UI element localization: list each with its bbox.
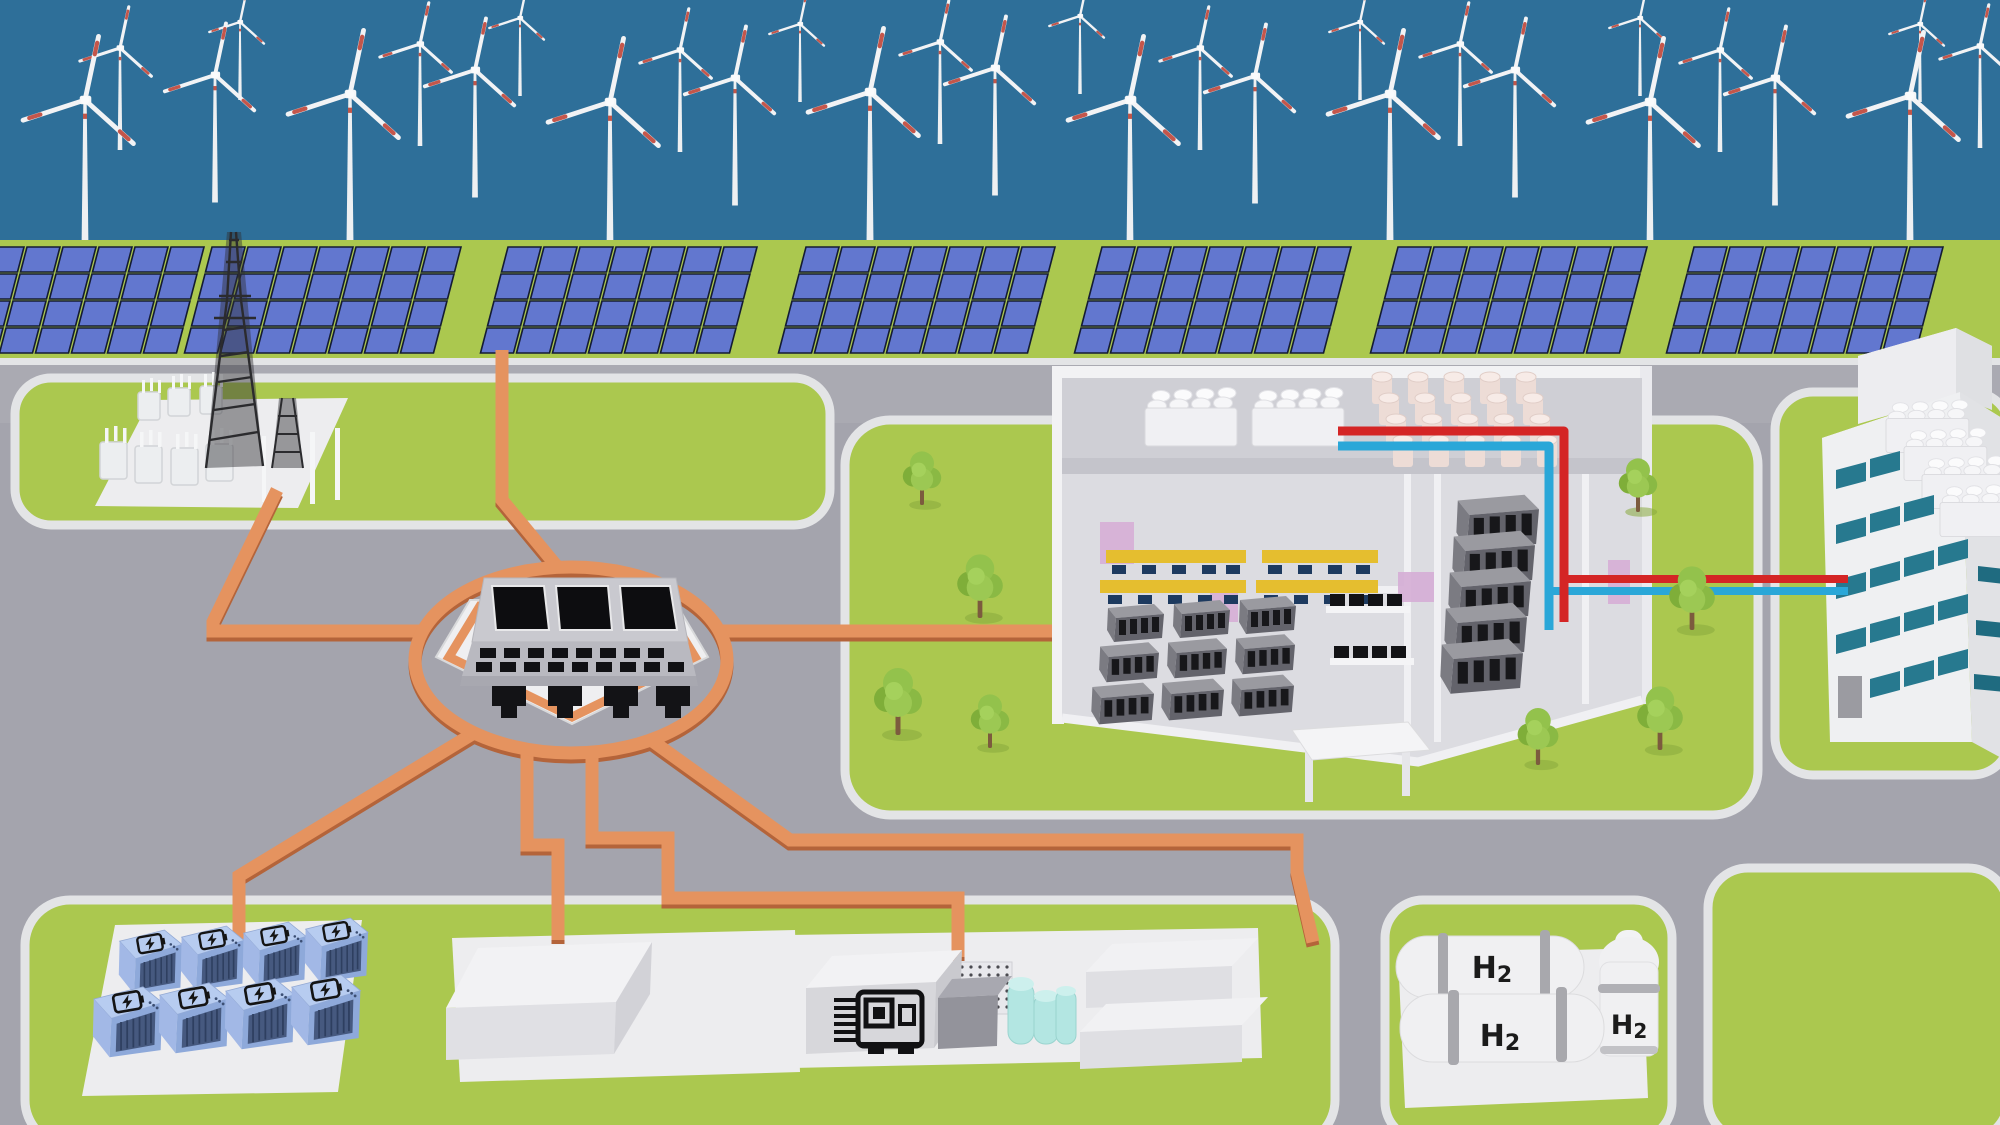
energy-routes [213,350,1313,957]
svg-text:H2: H2 [1472,951,1512,988]
server-hall [1091,596,1296,725]
battery-container [303,916,370,984]
southeast-island [1703,863,2000,1125]
server-rack [1173,600,1230,638]
battery-container [91,985,164,1059]
generator-plant [806,938,1268,1069]
hydrogen-storage: H2 H2 H2 [1395,930,1660,1065]
battery-container [241,920,308,988]
hvac-unit [1251,387,1345,447]
front-wall [1061,695,1644,767]
data-center [1052,366,1652,802]
device-rows [1326,594,1414,665]
office-door [1838,676,1862,718]
svg-text:H2: H2 [1480,1019,1520,1056]
hvac-unit [1144,387,1238,447]
server-rack [1161,678,1224,721]
console-screen [618,585,679,631]
battery-container [223,977,296,1051]
transmission-tower [204,231,265,469]
console-screen [490,585,551,631]
server-rack [1107,604,1164,642]
rooftop-penthouse [1858,328,1992,424]
transformer-equipment [99,372,340,504]
hot-water-pipe [1338,426,1569,622]
server-rack [1167,638,1227,679]
generator-building [806,950,962,1054]
cyan-tanks [1007,977,1077,1045]
h2-tank-horizontal-front: H2 [1399,987,1605,1065]
server-rack [1440,638,1523,694]
small-pylon [271,397,304,469]
server-rack [1231,674,1294,717]
hub-ring [408,560,734,760]
svg-text:H2: H2 [1611,1010,1648,1043]
warehouse [446,942,652,1060]
office-side-windows [1974,566,2000,692]
substation [99,231,340,504]
server-rack [1239,596,1296,634]
office-desk-rows [1100,550,1378,604]
parapet [1052,366,1652,380]
battery-container [179,924,246,992]
hvac-unit [1939,483,2000,538]
console-screen [554,585,614,631]
office-windows [1836,451,1968,698]
battery-container [289,973,362,1047]
loading-canopy [1291,721,1431,802]
h2-tank-vertical: H2 [1598,930,1660,1057]
cold-water-pipe [1338,441,1554,630]
server-rack [1091,682,1154,725]
storage-halls [1080,938,1268,1069]
office-building [1822,328,2000,758]
server-rack [1235,634,1295,675]
control-console [460,577,698,718]
battery-container [117,928,184,996]
h2-tank-horizontal-back: H2 [1395,930,1585,1000]
generator-icon [834,989,925,1054]
auxiliary-blocks [938,976,1012,1049]
power-routing-hub [434,577,710,726]
server-rack [1099,642,1159,683]
battery-container [157,981,230,1055]
